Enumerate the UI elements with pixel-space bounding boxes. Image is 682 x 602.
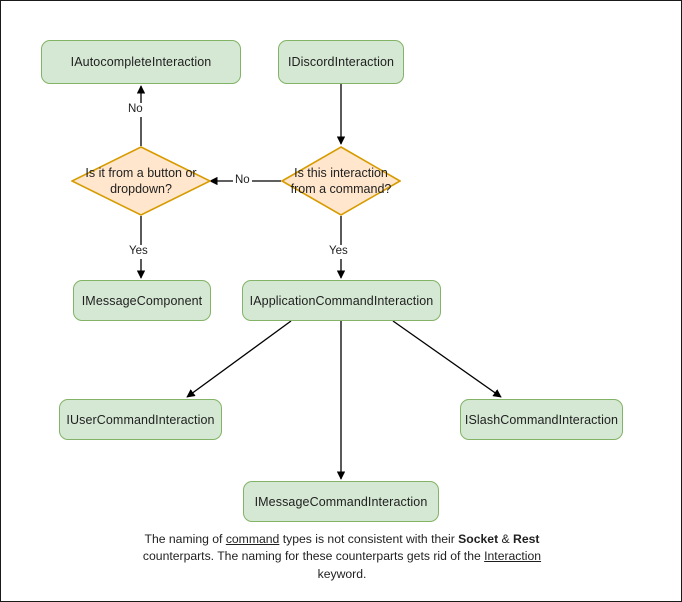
node-application-command-interaction[interactable]: IApplicationCommandInteraction (242, 280, 441, 321)
node-message-component[interactable]: IMessageComponent (73, 280, 211, 321)
diamond-shape (281, 146, 401, 216)
edge-label-no-autocomplete: No (126, 103, 145, 117)
caption-part3: & (498, 532, 514, 546)
node-label: IApplicationCommandInteraction (249, 293, 434, 308)
node-label: IUserCommandInteraction (66, 412, 215, 427)
node-autocomplete-interaction[interactable]: IAutocompleteInteraction (41, 40, 241, 84)
caption-underline-command: command (225, 532, 280, 546)
node-slash-command-interaction[interactable]: ISlashCommandInteraction (460, 399, 623, 440)
node-label: IDiscordInteraction (287, 55, 395, 69)
edge-label-yes-application-command: Yes (327, 245, 350, 259)
caption-part5: keyword. (317, 566, 367, 581)
caption-part2: types is not consistent with their (279, 532, 459, 546)
caption-part4: counterparts. The naming for these count… (142, 549, 485, 564)
node-label: IMessageComponent (81, 293, 203, 308)
node-question-button-or-dropdown[interactable]: Is it from a button or dropdown? (71, 146, 211, 216)
diagram-caption: The naming of command types is not consi… (121, 531, 563, 583)
node-message-command-interaction[interactable]: IMessageCommandInteraction (243, 481, 439, 522)
caption-underline-interaction: Interaction (484, 549, 542, 564)
node-question-from-command[interactable]: Is this interaction from a command? (281, 146, 401, 216)
edge-label-yes-message-component: Yes (127, 245, 150, 259)
edge-application-command-to-user-command (186, 320, 292, 398)
edge-label-no-button-dropdown: No (233, 174, 252, 188)
node-label: IMessageCommandInteraction (254, 494, 428, 509)
node-discord-interaction[interactable]: IDiscordInteraction (278, 40, 404, 84)
node-label: ISlashCommandInteraction (464, 412, 619, 427)
caption-part1: The naming of (144, 532, 226, 546)
edge-application-command-to-slash-command (392, 320, 502, 398)
caption-bold-socket: Socket (458, 532, 499, 546)
caption-bold-rest: Rest (513, 532, 540, 546)
node-label: Is this interaction from a command? (290, 165, 392, 196)
node-user-command-interaction[interactable]: IUserCommandInteraction (59, 399, 222, 440)
diamond-shape (71, 146, 211, 216)
node-label: IAutocompleteInteraction (70, 55, 212, 69)
node-label: Is it from a button or dropdown? (85, 165, 197, 196)
